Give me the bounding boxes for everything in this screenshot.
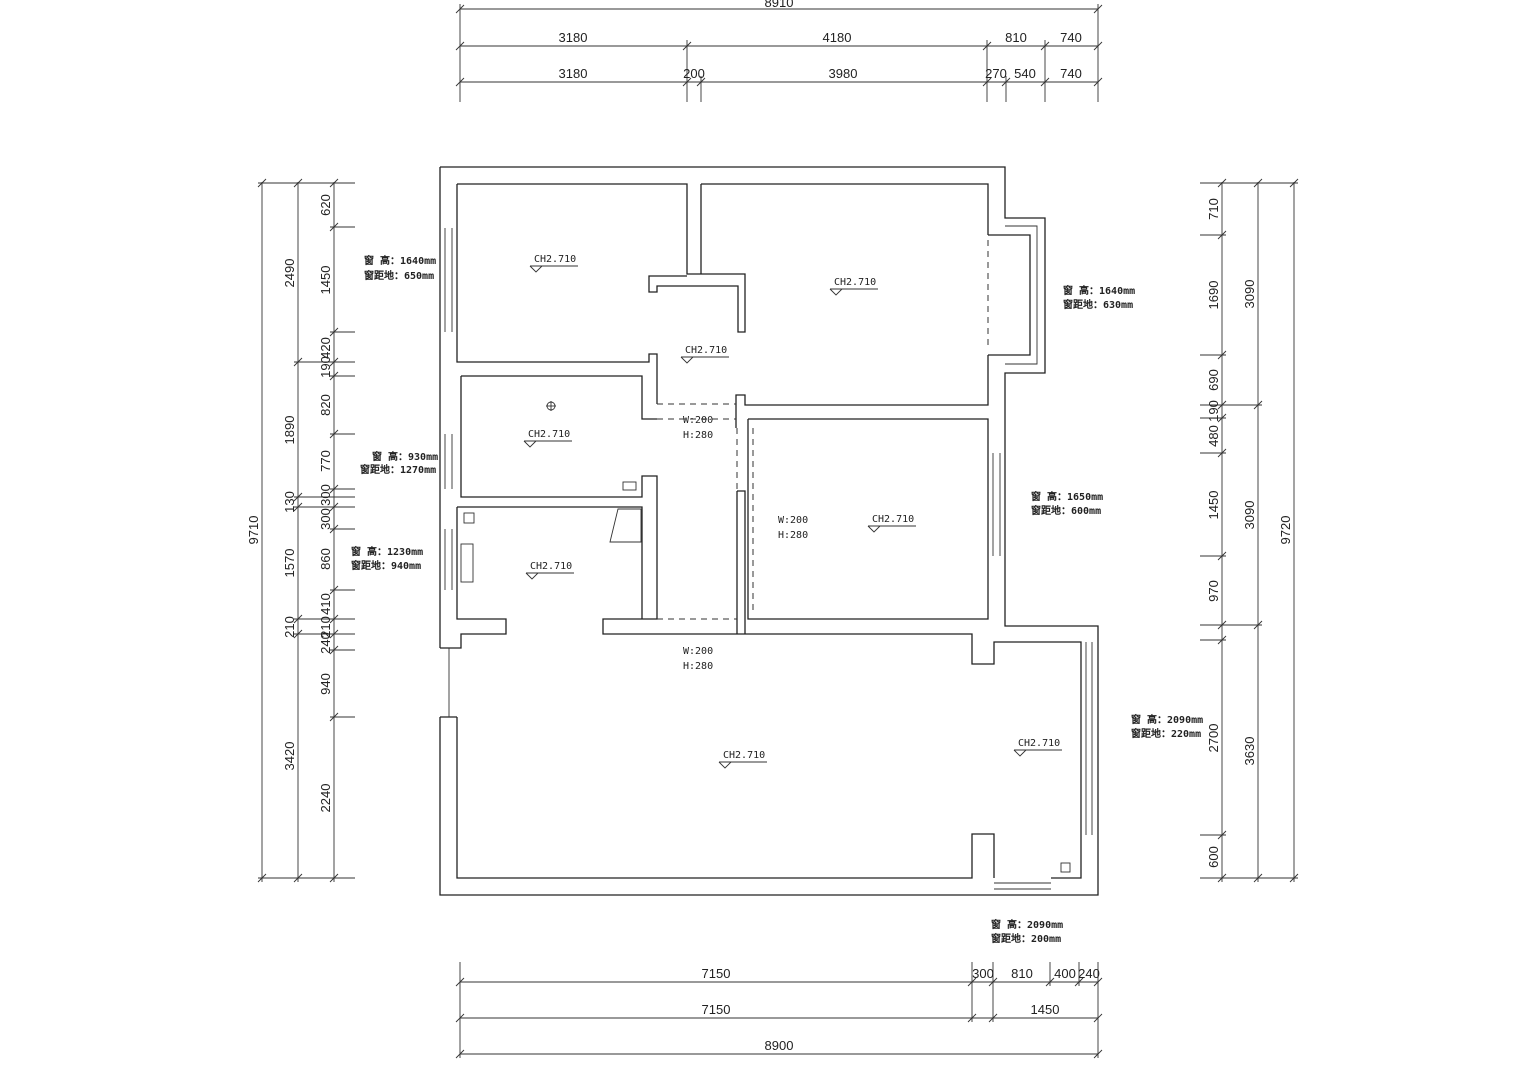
dim-bottom-1: 810 [1011,966,1033,981]
window-height-note: 窗 高：1650mm [1031,490,1103,503]
window-sill-note: 窗距地：600mm [1031,504,1101,517]
dim-bottom-1: 7150 [702,966,731,981]
dim-right-inner: 1450 [1206,491,1221,520]
bottom-dimensions: 7150 300 810 400 240 7150 1450 8900 [455,962,1103,1059]
dim-top-1: 740 [1060,30,1082,45]
dim-right-inner: 710 [1206,198,1221,220]
window-sill-note: 窗距地：1270mm [360,463,436,476]
dim-left-inner: 420 [318,337,333,359]
dim-left-inner: 240 [318,632,333,654]
ceiling-height-label: CH2.710 [1018,738,1060,749]
dim-left-mid: 130 [282,491,297,513]
opening-height: H:280 [683,430,713,441]
dim-bottom-2: 7150 [702,1002,731,1017]
hood-icon [609,508,642,543]
dim-bottom-1: 240 [1078,966,1100,981]
walls [439,166,1099,896]
window-notes: 窗 高：1640mm 窗距地：650mm 窗 高：930mm 窗距地：1270m… [351,254,1203,945]
dim-left-mid: 1890 [282,416,297,445]
flue-icon [1060,862,1071,873]
dim-left-mid: 210 [282,616,297,638]
ceiling-height-label: CH2.710 [530,561,572,572]
opening-width: W:200 [683,646,713,657]
dim-top-total: 8910 [765,0,794,10]
dim-right-inner: 690 [1206,369,1221,391]
dim-left-inner: 2240 [318,784,333,813]
dim-top-2: 3980 [829,66,858,81]
dim-bottom-1: 400 [1054,966,1076,981]
dim-left-inner: 300 [318,508,333,530]
dim-left-inner: 300 [318,484,333,506]
window-height-note: 窗 高：1640mm [1063,284,1135,297]
dim-left-mid: 3420 [282,742,297,771]
ceiling-height-label: CH2.710 [685,345,727,356]
windows [444,228,1093,890]
window-sill-note: 窗距地：220mm [1131,727,1201,740]
dim-top-2: 3180 [559,66,588,81]
dim-right-total: 9720 [1278,516,1293,545]
dim-left-inner: 190 [318,356,333,378]
dim-bottom-2: 1450 [1031,1002,1060,1017]
opening-width: W:200 [683,415,713,426]
window-sill-note: 窗距地：200mm [991,932,1061,945]
dim-bottom-total: 8900 [765,1038,794,1053]
dim-top-1: 810 [1005,30,1027,45]
dim-right-mid: 3090 [1242,501,1257,530]
dim-right-inner: 1690 [1206,281,1221,310]
dim-top-2: 200 [683,66,705,81]
dim-left-inner: 770 [318,450,333,472]
window-height-note: 窗 高：1230mm [351,545,423,558]
window-sill-note: 窗距地：940mm [351,559,421,572]
window-sill-note: 窗距地：650mm [364,269,434,282]
dim-right-inner: 600 [1206,846,1221,868]
window-sill-note: 窗距地：630mm [1063,298,1133,311]
dim-left-mid: 2490 [282,259,297,288]
window-height-note: 窗 高：930mm [372,450,438,463]
opening-labels: W:200 H:280 W:200 H:280 W:200 H:280 [683,415,808,672]
opening-height: H:280 [683,661,713,672]
dim-left-inner: 1450 [318,266,333,295]
dim-right-inner: 190 [1206,400,1221,422]
dim-left-inner: 820 [318,394,333,416]
ceiling-height-label: CH2.710 [872,514,914,525]
window-height-note: 窗 高：2090mm [991,918,1063,931]
dim-top-2: 740 [1060,66,1082,81]
opening-height: H:280 [778,530,808,541]
ceiling-height-label: CH2.710 [528,429,570,440]
dim-left-inner: 940 [318,673,333,695]
dim-left-inner: 860 [318,548,333,570]
dim-top-1: 3180 [559,30,588,45]
dim-right-inner: 2700 [1206,724,1221,753]
dim-right-mid: 3630 [1242,737,1257,766]
ceiling-height-markers: CH2.710 CH2.710 CH2.710 CH2.710 CH2.710 … [523,254,1062,769]
right-dimensions: 9720 3090 3090 3630 710 1690 690 190 480… [1200,178,1299,883]
door-openings [657,240,989,620]
flue-icon [622,481,637,491]
heater-icon [460,543,474,583]
left-dimensions: 9710 2490 1890 130 1570 210 3420 620 145… [246,178,355,883]
dim-top-1: 4180 [823,30,852,45]
top-dimensions: 8910 3180 4180 810 740 3180 200 3980 270… [455,0,1103,102]
dim-left-inner: 620 [318,194,333,216]
dim-left-mid: 1570 [282,549,297,578]
ceiling-height-label: CH2.710 [834,277,876,288]
flue-icon [463,512,475,524]
dim-left-inner: 210 [318,616,333,638]
window-height-note: 窗 高：1640mm [364,254,436,267]
dim-right-mid: 3090 [1242,280,1257,309]
ceiling-height-label: CH2.710 [723,750,765,761]
dim-right-inner: 970 [1206,580,1221,602]
dim-top-2: 540 [1014,66,1036,81]
fixtures [460,401,1071,873]
opening-width: W:200 [778,515,808,526]
dim-left-total: 9710 [246,516,261,545]
dim-right-inner: 480 [1206,425,1221,447]
ceiling-height-label: CH2.710 [534,254,576,265]
dim-top-2: 270 [985,66,1007,81]
dim-bottom-1: 300 [972,966,994,981]
dim-left-inner: 410 [318,593,333,615]
window-height-note: 窗 高：2090mm [1131,713,1203,726]
